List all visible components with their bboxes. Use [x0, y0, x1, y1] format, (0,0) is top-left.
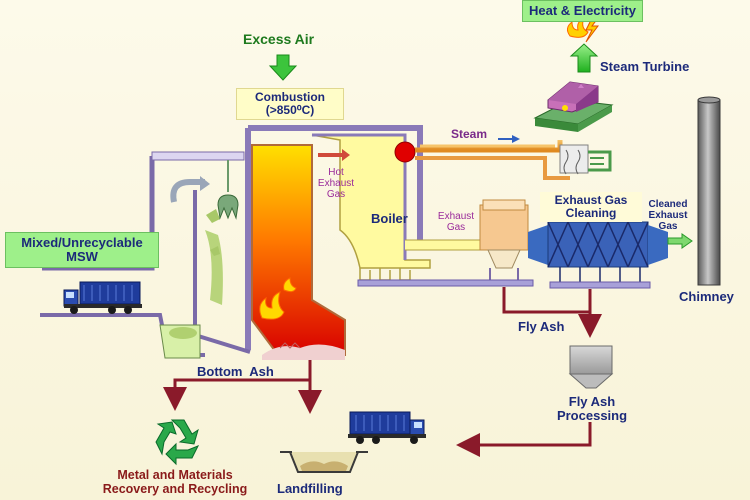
bottom-ash-flow	[163, 360, 322, 414]
metal-recovery-label: Metal and Materials Recovery and Recycli…	[84, 468, 266, 496]
hot-exhaust-gas-label: Hot Exhaust Gas	[314, 167, 358, 200]
cleaned-gas-arrow	[667, 233, 693, 249]
fly-ash-processing-line2: Processing	[556, 408, 628, 424]
platforms	[357, 279, 651, 289]
flame-icon	[259, 277, 297, 320]
exhaust-gas-cleaning-label: Exhaust Gas Cleaning	[540, 192, 642, 222]
steam-pipes	[415, 135, 612, 180]
exhaust-gas-cleaning-line1: Exhaust Gas	[554, 193, 628, 207]
chimney-label: Chimney	[679, 289, 734, 304]
lightning-icon	[566, 16, 599, 43]
boiler-label: Boiler	[371, 211, 408, 226]
bottom-ash-label: Bottom Ash	[197, 364, 274, 379]
cleaned-exhaust-gas-label: Cleaned Exhaust Gas	[642, 199, 694, 232]
hot-exhaust-gas-line2: Exhaust	[317, 177, 355, 189]
recycle-icon	[155, 419, 200, 466]
exhaust-gas-label: Exhaust Gas	[432, 211, 480, 234]
fly-ash-flow	[502, 287, 602, 338]
cleaned-exhaust-gas-line3: Gas	[658, 220, 678, 232]
mixed-msw-line2: MSW	[66, 249, 98, 265]
exhaust-gas-cleaning-line2: Cleaning	[565, 205, 617, 220]
landfill-pit	[280, 451, 368, 473]
mixed-msw-line1: Mixed/Unrecyclable	[21, 235, 143, 250]
hot-exhaust-gas-line3: Gas	[326, 188, 346, 200]
mixed-msw-label: Mixed/Unrecyclable MSW	[5, 232, 159, 269]
chimney-graphic	[697, 96, 721, 286]
heat-electricity-label: Heat & Electricity	[522, 0, 643, 23]
fly-ash-processing-label: Fly Ash Processing	[548, 394, 636, 424]
cleaned-exhaust-gas-line2: Exhaust	[648, 209, 688, 221]
truck-icon	[63, 281, 142, 314]
exhaust-gas-line2: Gas	[446, 221, 466, 233]
steam-label: Steam	[451, 127, 488, 141]
excess-air-label: Excess Air	[243, 31, 315, 47]
combustion-label: Combustion (>850⁰C)	[236, 88, 344, 120]
exhaust-gas-line1: Exhaust	[437, 211, 475, 222]
fly-ash-to-landfill-arrow	[456, 422, 592, 457]
steam-turbine-label: Steam Turbine	[600, 59, 690, 74]
turbine-output-arrow	[569, 43, 599, 73]
exhaust-gas-cleaning-unit	[528, 221, 668, 282]
hot-gas-arrow	[318, 149, 350, 161]
fly-ash-label: Fly Ash	[518, 319, 565, 334]
combustion-title: Combustion	[255, 90, 325, 104]
fly-ash-processing-unit	[568, 345, 614, 389]
excess-air-arrow	[268, 54, 298, 81]
fly-ash-processing-line1: Fly Ash	[568, 394, 616, 409]
crane-grab-icon	[170, 160, 239, 220]
metal-recovery-line2: Recovery and Recycling	[102, 481, 248, 496]
waste-bunker	[159, 209, 223, 359]
steam-turbine-graphic	[533, 81, 614, 132]
fly-ash-separator	[479, 199, 529, 285]
hot-exhaust-gas-line1: Hot	[328, 167, 344, 178]
truck-icon	[348, 411, 426, 444]
landfilling-label: Landfilling	[277, 481, 343, 496]
metal-recovery-line1: Metal and Materials	[117, 468, 233, 482]
cleaned-exhaust-gas-line1: Cleaned	[648, 199, 688, 210]
combustion-temperature: (>850⁰C)	[265, 102, 315, 117]
